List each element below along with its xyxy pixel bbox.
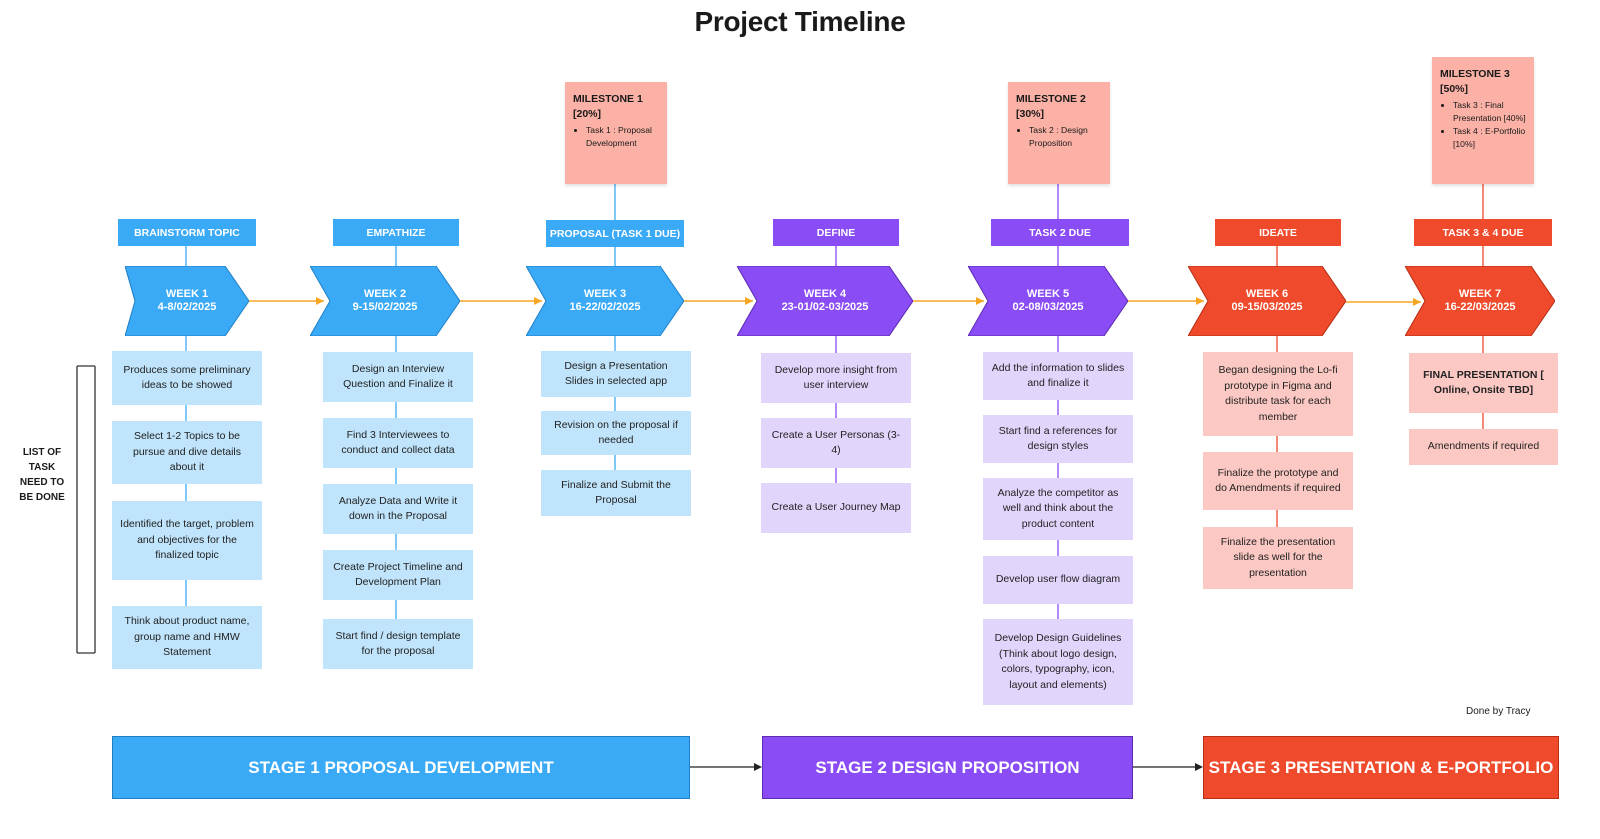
week-label: WEEK 3 <box>583 288 627 300</box>
arrow-head <box>976 297 984 305</box>
label-brainstorm-topic: BRAINSTORM TOPIC <box>118 219 256 246</box>
label-define: DEFINE <box>773 219 899 246</box>
stage-3-banner: STAGE 3 PRESENTATION & E-PORTFOLIO <box>1203 736 1559 799</box>
arrow-head <box>1413 298 1421 306</box>
week-dates: 09-15/03/2025 <box>1231 301 1303 313</box>
label-ideate: IDEATE <box>1215 219 1341 246</box>
task-card: Began designing the Lo-fi prototype in F… <box>1203 352 1353 436</box>
label-proposal-task1-due: PROPOSAL (TASK 1 DUE) <box>546 220 684 247</box>
task-card: Think about product name, group name and… <box>112 606 262 669</box>
week-dates: 4-8/02/2025 <box>157 301 217 313</box>
milestone-item: Task 2 : Design Proposition <box>1029 124 1102 150</box>
task-card: Develop Design Guidelines (Think about l… <box>983 619 1133 705</box>
task-card: Amendments if required <box>1409 429 1558 465</box>
week-label: WEEK 7 <box>1458 288 1502 300</box>
milestone-title: MILESTONE 3 <box>1440 68 1510 80</box>
week-label: WEEK 1 <box>165 288 209 300</box>
task-card: Create a User Journey Map <box>761 483 911 533</box>
task-card: Add the information to slides and finali… <box>983 352 1133 400</box>
task-card: Finalize the presentation slide as well … <box>1203 527 1353 589</box>
arrow-head <box>754 763 762 771</box>
task-card: Start find a references for design style… <box>983 415 1133 463</box>
task-card: Finalize and Submit the Proposal <box>541 470 691 516</box>
week-label: WEEK 6 <box>1245 288 1289 300</box>
week-dates: 16-22/03/2025 <box>1444 301 1516 313</box>
task-card: Create a User Personas (3-4) <box>761 418 911 468</box>
label-task3-4-due: TASK 3 & 4 DUE <box>1414 219 1552 246</box>
task-card: Produces some preliminary ideas to be sh… <box>112 351 262 405</box>
milestone-title: MILESTONE 1 <box>573 93 643 105</box>
week-dates: 9-15/02/2025 <box>352 301 418 313</box>
milestone-item: Task 4 : E-Portfolio [10%] <box>1453 125 1526 151</box>
page-title: Project Timeline <box>694 6 906 37</box>
milestone-3: MILESTONE 3 [50%] Task 3 : Final Present… <box>1432 57 1534 184</box>
task-card: Find 3 Interviewees to conduct and colle… <box>323 418 473 468</box>
milestone-percent: [30%] <box>1016 108 1045 120</box>
task-card: Start find / design template for the pro… <box>323 619 473 669</box>
stage-2-banner: STAGE 2 DESIGN PROPOSITION <box>762 736 1133 799</box>
week-dates: 16-22/02/2025 <box>569 301 641 313</box>
week-dates: 02-08/03/2025 <box>1012 301 1084 313</box>
milestone-2: MILESTONE 2 [30%] Task 2 : Design Propos… <box>1008 82 1110 184</box>
task-list-label: LIST OF TASK NEED TO BE DONE <box>19 447 65 503</box>
week-label: WEEK 5 <box>1026 288 1070 300</box>
arrow-head <box>1196 297 1204 305</box>
arrow-head <box>1195 763 1203 771</box>
stage-1-banner: STAGE 1 PROPOSAL DEVELOPMENT <box>112 736 690 799</box>
milestone-percent: [50%] <box>1440 83 1469 95</box>
milestone-item: Task 1 : Proposal Development <box>586 124 659 150</box>
task-card: Develop more insight from user interview <box>761 353 911 403</box>
task-card-final-presentation: FINAL PRESENTATION [ Online, Onsite TBD] <box>1409 353 1558 413</box>
task-card: Select 1-2 Topics to be pursue and dive … <box>112 421 262 484</box>
task-card: Finalize the prototype and do Amendments… <box>1203 452 1353 510</box>
task-card: Analyze Data and Write it down in the Pr… <box>323 484 473 534</box>
task-card: Design an Interview Question and Finaliz… <box>323 352 473 402</box>
arrow-head <box>316 297 324 305</box>
label-task2-due: TASK 2 DUE <box>991 219 1129 246</box>
task-card: Create Project Timeline and Development … <box>323 550 473 600</box>
week-dates: 23-01/02-03/2025 <box>781 301 869 313</box>
task-card: Revision on the proposal if needed <box>541 411 691 455</box>
arrow-head <box>534 297 542 305</box>
task-card: Develop user flow diagram <box>983 556 1133 604</box>
task-card: Analyze the competitor as well and think… <box>983 478 1133 540</box>
milestone-percent: [20%] <box>573 108 602 120</box>
milestone-item: Task 3 : Final Presentation [40%] <box>1453 99 1526 125</box>
week-label: WEEK 4 <box>803 288 847 300</box>
milestone-1: MILESTONE 1 [20%] Task 1 : Proposal Deve… <box>565 82 667 184</box>
milestone-title: MILESTONE 2 <box>1016 93 1086 105</box>
label-empathize: EMPATHIZE <box>333 219 459 246</box>
task-card: Design a Presentation Slides in selected… <box>541 351 691 397</box>
arrow-head <box>745 297 753 305</box>
task-card: Identified the target, problem and objec… <box>112 501 262 580</box>
credit-text: Done by Tracy <box>1466 706 1531 717</box>
week-label: WEEK 2 <box>363 288 407 300</box>
